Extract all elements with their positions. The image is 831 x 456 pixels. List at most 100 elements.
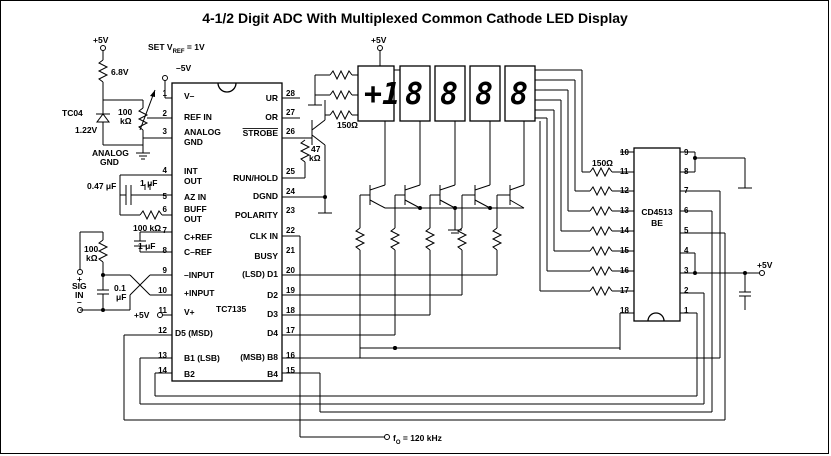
adc-left-label: AZ IN xyxy=(184,192,206,202)
led-digit-box xyxy=(357,65,395,122)
adc-pin-number: 27 xyxy=(286,108,295,117)
adc-pin-number: 21 xyxy=(286,246,295,255)
adc-left-label: REF IN xyxy=(184,112,212,122)
adc-pin-number: 26 xyxy=(286,127,295,136)
led-digit-box xyxy=(399,65,431,122)
int-cap-label: 0.47 μF xyxy=(87,181,116,191)
in-label: IN xyxy=(75,290,84,300)
adc-right-label: (MSB) B8 xyxy=(240,352,278,362)
adc-right-label: UR xyxy=(266,93,278,103)
clock-sub: O xyxy=(396,440,401,446)
adc-left-label: D5 (MSD) xyxy=(175,328,213,338)
display-resistor-label: 150Ω xyxy=(337,120,358,130)
minus5-label: –5V xyxy=(176,63,191,73)
set-vref-label: SET VREF = 1V xyxy=(148,42,205,55)
adc-pin-number: 5 xyxy=(163,192,168,201)
adc-pin-number: 17 xyxy=(286,326,295,335)
tc04-label: TC04 xyxy=(62,108,83,118)
adc-right-label: DGND xyxy=(253,191,278,201)
adc-right-label: BUSY xyxy=(254,251,278,261)
tc7135-right-labels: UR OR STROBE RUN/HOLD DGND POLARITY CLK … xyxy=(233,93,278,379)
schematic-title: 4-1/2 Digit ADC With Multiplexed Common … xyxy=(202,10,628,26)
adc-pin-number: 2 xyxy=(163,109,168,118)
adc-right-label: (LSD) D1 xyxy=(242,269,278,279)
set-vref-value: = 1V xyxy=(185,42,205,52)
adc-left-label: B1 (LSB) xyxy=(184,353,220,363)
adc-pin-number: 16 xyxy=(286,351,295,360)
pot-unit-label: kΩ xyxy=(120,116,132,126)
tc7135-label: TC7135 xyxy=(216,304,247,314)
input-resistor-label: 100 xyxy=(84,244,98,254)
strobe-resistor-unit: kΩ xyxy=(309,153,321,163)
adc-left-label: V+ xyxy=(184,307,195,317)
clock-f: f xyxy=(393,433,396,443)
segment-resistor-label: 150Ω xyxy=(592,158,613,168)
adc-pin-number: 3 xyxy=(163,127,168,136)
led-digit: 8 xyxy=(510,77,528,112)
adc-right-label: D4 xyxy=(267,328,278,338)
adc-right-label: CLK IN xyxy=(250,231,278,241)
adc-left-label: +INPUT xyxy=(184,288,215,298)
tc7135-notch xyxy=(217,82,237,93)
input-cap-unit: μF xyxy=(116,292,126,302)
adc-pin-number: 8 xyxy=(163,246,168,255)
adc-pin-number: 9 xyxy=(163,266,168,275)
adc-left-label: C+REF xyxy=(184,232,212,242)
cref-cap-label: 1 μF xyxy=(138,241,155,251)
zener-voltage-label: 6.8V xyxy=(111,67,129,77)
wiring xyxy=(77,45,765,440)
led-digit-box xyxy=(469,65,501,122)
adc-pin-number: 22 xyxy=(286,226,295,235)
adc-pin-number: 11 xyxy=(159,306,168,315)
adc-right-label: B4 xyxy=(267,369,278,379)
strobe-resistor-label: 47 xyxy=(311,144,321,154)
dec-pin-number: 5 xyxy=(684,226,689,235)
adc-right-label: RUN/HOLD xyxy=(233,173,278,183)
plus-label: + xyxy=(77,274,82,284)
led-digit: 8 xyxy=(440,77,458,112)
set-vref-sub: REF xyxy=(173,49,185,55)
led-digit-box xyxy=(434,65,466,122)
component-labels: +5V 6.8V SET VREF = 1V –5V TC04 1.22V 10… xyxy=(62,35,773,446)
adc-pin-number: 23 xyxy=(286,206,295,215)
led-digit: 8 xyxy=(405,77,423,112)
analog-gnd-label-2: GND xyxy=(100,157,119,167)
adc-right-label: D3 xyxy=(267,309,278,319)
adc-pin-number: 15 xyxy=(286,366,295,375)
cd4513-notch xyxy=(647,312,665,322)
adc-pin-number: 12 xyxy=(158,326,167,335)
led-digit: +1 xyxy=(364,77,400,112)
led-digit-box xyxy=(504,65,536,122)
cd4513-label: CD4513 xyxy=(641,207,672,217)
adc-pin-number: 24 xyxy=(286,187,295,196)
adc-right-label: D2 xyxy=(267,290,278,300)
input-cap-label: 0.1 xyxy=(114,283,126,293)
vplus5-label: +5V xyxy=(93,35,109,45)
clock-value: = 120 kHz xyxy=(401,433,442,443)
dec-pin-number: 1 xyxy=(684,306,689,315)
adc-pin-number: 10 xyxy=(158,286,167,295)
adc-left-label: –INPUT xyxy=(184,270,215,280)
clock-label: fO = 120 kHz xyxy=(393,433,442,446)
dec-pin-number: 2 xyxy=(684,286,689,295)
sig-label: SIG xyxy=(72,281,87,291)
adc-pin-number: 14 xyxy=(158,366,167,375)
dec-pin-number: 3 xyxy=(684,266,689,275)
cd4513-right-pin-numbers: 9 8 7 6 5 4 3 2 1 xyxy=(684,148,689,315)
tc7135-left-labels: V– REF IN ANALOG GND INT OUT AZ IN BUFF … xyxy=(175,91,221,379)
dec-pin-number: 4 xyxy=(684,246,689,255)
adc-right-label: OR xyxy=(265,112,278,122)
adc-pin-number: 4 xyxy=(163,166,168,175)
buff-resistor-label: 100 kΩ xyxy=(133,223,161,233)
minus-label: – xyxy=(77,297,82,307)
cd4513-suffix: BE xyxy=(651,218,663,228)
tc7135-right-pin-numbers: 28 27 26 25 24 23 22 21 20 19 18 17 16 1… xyxy=(286,89,295,375)
adc-left-label: V– xyxy=(184,91,195,101)
adc-left-label: OUT xyxy=(184,214,203,224)
adc-left-label: INT xyxy=(184,166,199,176)
adc-pin-number: 13 xyxy=(158,351,167,360)
adc-pin-number: 7 xyxy=(163,226,168,235)
adc-left-label: B2 xyxy=(184,369,195,379)
